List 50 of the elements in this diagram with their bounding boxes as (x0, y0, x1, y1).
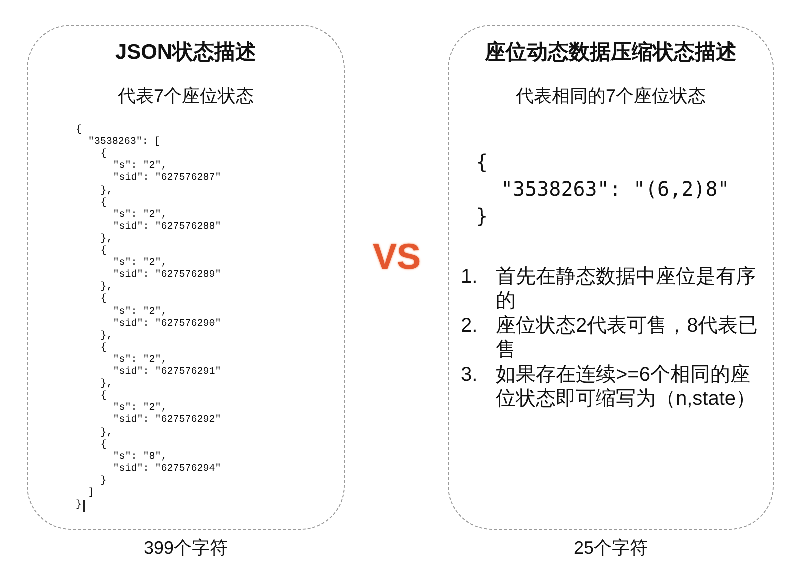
code-line: "sid": "627576292" (113, 415, 222, 428)
dashed-panel (448, 25, 774, 530)
list-item: 首先在静态数据中座位是有序的 (496, 265, 757, 313)
code-line: "sid": "627576289" (113, 270, 222, 282)
list-number: 2. (461, 314, 478, 338)
list-number: 3. (461, 363, 478, 387)
code-line: { (100, 198, 107, 210)
code-line: { (100, 342, 107, 355)
code-line: "s": "2", (113, 161, 168, 172)
code-line: { (100, 246, 107, 258)
code-line: "s": "2", (113, 210, 168, 222)
code-line: }, (100, 186, 113, 198)
code-line: "sid": "627576287" (113, 173, 222, 186)
code-line: }, (100, 282, 113, 294)
code-line: "sid": "627576288" (113, 222, 222, 234)
character-count: 399个字符 (144, 537, 228, 560)
vs-label: VS (372, 237, 422, 277)
list-number: 1. (461, 265, 478, 289)
code-line: { (100, 440, 107, 452)
dashed-panel (27, 25, 345, 530)
code-line: "3538263": "(6,2)8" (501, 176, 730, 202)
code-line: "s": "2", (113, 354, 168, 366)
code-line: } (76, 500, 82, 512)
code-line: "sid": "627576291" (113, 367, 222, 379)
panel-title: JSON状态描述 (115, 40, 257, 66)
code-line: { (100, 294, 107, 306)
code-line: "s": "8", (113, 452, 168, 464)
code-line: }, (100, 379, 113, 390)
panel-subtitle: 代表7个座位状态 (118, 85, 254, 108)
code-line: }, (100, 330, 113, 342)
code-line: "3538263": [ (88, 137, 160, 148)
code-line: { (476, 149, 488, 175)
code-line: "s": "2", (113, 306, 168, 318)
code-line: ] (88, 488, 94, 500)
character-count: 25个字符 (574, 537, 648, 560)
code-line: { (76, 125, 82, 137)
code-line: { (100, 391, 107, 404)
panel-title: 座位动态数据压缩状态描述 (485, 40, 737, 66)
code-line: "sid": "627576290" (113, 318, 222, 331)
code-line: }, (100, 234, 113, 246)
list-item: 如果存在连续>=6个相同的座位状态即可缩写为（n,state） (496, 363, 758, 411)
list-item: 座位状态2代表可售，8代表已售 (496, 314, 760, 362)
code-line: }, (100, 428, 113, 440)
panel-subtitle: 代表相同的7个座位状态 (516, 85, 706, 108)
code-line: } (476, 203, 488, 229)
code-line: "s": "2", (113, 403, 168, 414)
code-line: "s": "2", (113, 258, 168, 270)
code-line: "sid": "627576294" (113, 464, 222, 476)
code-line: } (100, 476, 107, 488)
code-line: { (100, 149, 107, 162)
